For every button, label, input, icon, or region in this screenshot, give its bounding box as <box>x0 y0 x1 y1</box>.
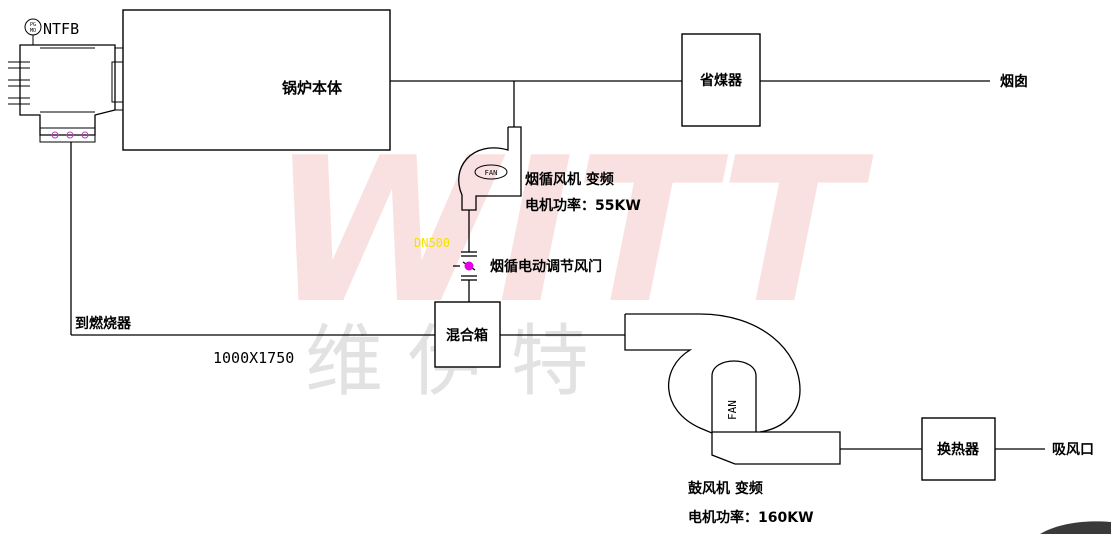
gauge-label-bottom: MO <box>30 28 36 34</box>
flue-fan-power: 电机功率：55KW <box>525 197 641 214</box>
damper-name: 烟循电动调节风门 <box>490 258 602 275</box>
economizer-box <box>681 33 761 127</box>
burner-assembly: PG MO NTFB <box>8 18 131 143</box>
boiler-label: 锅炉本体 <box>282 79 343 97</box>
to-burner-label: 到燃烧器 <box>75 315 132 332</box>
economizer-label: 省煤器 <box>699 72 743 89</box>
coil-icon <box>66 131 74 139</box>
coil-icon <box>51 131 59 139</box>
mix-box-label: 混合箱 <box>446 327 488 344</box>
blower-name: 鼓风机 变频 <box>688 480 763 497</box>
damper-size-label: DN500 <box>414 236 450 250</box>
burner-tag: NTFB <box>43 20 79 38</box>
heat-exchanger-box <box>921 417 996 481</box>
fan-small-label: FAN <box>485 169 498 177</box>
gauge-label-top: PG <box>30 22 36 28</box>
corner-shade <box>1040 521 1111 534</box>
chimney-label: 烟囱 <box>1000 73 1028 90</box>
damper-actuator-icon <box>464 261 474 271</box>
blower-fan: FAN <box>624 313 841 465</box>
boiler-body <box>122 9 391 151</box>
flue-fan-name: 烟循风机 变频 <box>525 171 614 188</box>
watermark-brand: WITT <box>270 115 874 348</box>
air-intake-label: 吸风口 <box>1052 442 1094 458</box>
blower-power: 电机功率：160KW <box>688 509 814 526</box>
heat-exchanger-label: 换热器 <box>937 441 980 458</box>
duct-size-label: 1000X1750 <box>213 349 294 367</box>
fan-large-label: FAN <box>726 400 739 420</box>
flue-recirculation-fan: FAN <box>458 126 522 211</box>
coil-icon <box>81 131 89 139</box>
